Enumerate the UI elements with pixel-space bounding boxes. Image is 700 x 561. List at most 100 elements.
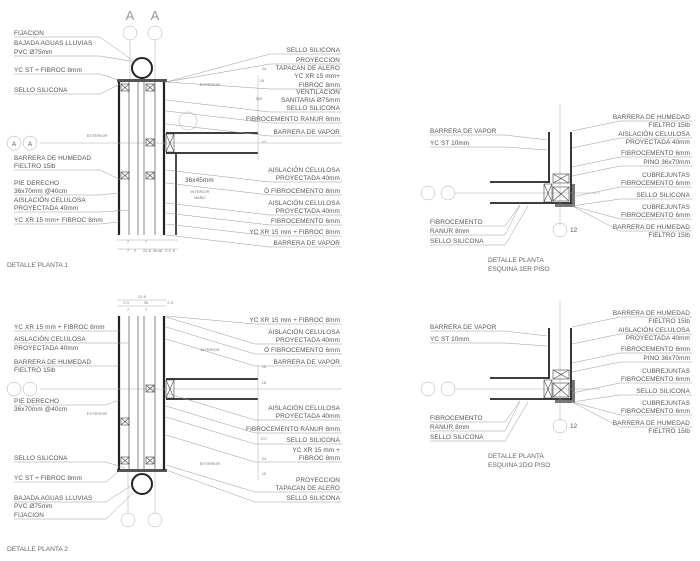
callout-right: SELLO SILICONA [636, 388, 690, 395]
callout-right: TAPACAN DE ALERO [275, 65, 340, 72]
callout-left: FIJACION [14, 30, 44, 37]
callout-left: PVC Ø75mm [14, 49, 53, 56]
detail3-geometry: 12 BARRERA DE VAPOR YC ST 10mmFIBROCEMENTO… [420, 105, 692, 273]
dimension: 17 [262, 139, 267, 144]
ventilation-pipe [178, 111, 198, 131]
dimension: 24 [262, 456, 267, 461]
callout-right: SELLO SILICONA [286, 105, 340, 112]
callout-right: SELLO SILICONA [286, 437, 340, 444]
callout-right: AISLACIÓN CELULOSA [268, 327, 340, 336]
callout-right: PROYECTADA 40mm [626, 139, 690, 146]
callout-left: FIELTRO 15lb [14, 163, 56, 170]
dimension: 2.3 [167, 300, 173, 305]
callout-right: BARRERA DE HUMEDAD [613, 114, 690, 121]
callout-right: AISLACIÓN CELULOSA [618, 129, 690, 138]
callout-left: BARRERA DE HUMEDAD [14, 359, 91, 366]
detail-title: DETALLE PLANTA [488, 257, 544, 264]
exterior-note: EXTERIOR [87, 133, 108, 138]
callout-left: FIBROCEMENTO [430, 219, 483, 226]
callout-right: FIELTRO 15lb [648, 428, 690, 435]
detail-title: DETALLE PLANTA 1 [7, 262, 68, 269]
dimension: 18 [262, 380, 267, 385]
detail-title: DETALLE PLANTA [488, 453, 544, 460]
callout-left: FIELTRO 15lb [14, 367, 56, 374]
callout-right: AISLACIÓN CELULOSA [268, 165, 340, 174]
callout-right: BARRERA DE HUMEDAD [613, 420, 690, 427]
callout-right: FIBROCEMENTO 6mm [621, 346, 690, 353]
callout-right: PINO 36x70mm [643, 355, 690, 362]
callout-left: BAJADA AGUAS LLUVIAS [14, 495, 92, 502]
callout-right: PROYECTADA 40mm [276, 175, 340, 182]
callout-right: CUBREJUNTAS [642, 204, 690, 211]
callout-left: RANUR 8mm [430, 424, 470, 431]
callout-right: YC XR 15 mm + [292, 447, 340, 454]
callout-right: FIBROC 8mm [299, 82, 340, 89]
dimension: 500 [256, 96, 263, 101]
section-marker-circle [120, 512, 136, 528]
callout-right: FIBROCEMENTO 6mm [621, 180, 690, 187]
dimension: 21.6 [143, 248, 152, 253]
dimension: 24 [262, 66, 267, 71]
downpipe-circle [131, 57, 153, 79]
callout-left: FIBROCEMENTO [430, 415, 483, 422]
callout-right: Ó FIBROCEMENTO 6mm [264, 345, 340, 354]
section-marker-circle [6, 381, 22, 397]
callout-right: YC XR 15 mm + FIBROC 8mm [249, 229, 340, 236]
interior-note: INTERIOR [190, 189, 209, 194]
dimension: 30 [144, 300, 149, 305]
callout-right: FIBROCEMENTO RANUR 8mm [246, 426, 340, 433]
callout-right: BARRERA DE HUMEDAD [613, 310, 690, 317]
section-marker-circle [552, 418, 568, 434]
detail-title: DETALLE PLANTA 2 [7, 546, 68, 553]
callout-right: FIBROCEMENTO 6mm [271, 218, 340, 225]
callout-right: PROYECCION [296, 57, 340, 64]
callout-right: AISLACIÓN CELULOSA [618, 325, 690, 334]
callout-right: PINO 36x70mm [643, 159, 690, 166]
dimension: 2.3 [123, 300, 129, 305]
callout-left: BARRERA DE VAPOR [430, 128, 497, 135]
detail-2-geometry [6, 299, 342, 528]
section-marker-circle [440, 381, 456, 397]
dimension: 6 [173, 248, 176, 253]
callout-right: FIBROCEMENTO 6mm [621, 408, 690, 415]
callout-right: Ó FIBROCEMENTO 8mm [264, 186, 340, 195]
callout-left: SELLO SILICONA [430, 238, 484, 245]
section-marker-label: 12 [570, 423, 578, 430]
callout-right: AISLACIÓN CELULOSA [268, 198, 340, 207]
callout-right: FIBROCEMENTO RANUR 8mm [246, 116, 340, 123]
callout-left: AISLACIÓN CELULOSA [14, 195, 86, 204]
section-marker-circle [440, 185, 456, 201]
callout-left: 36x70mm @40cm [14, 406, 67, 413]
callout-left: YC XR 15 mm+ FIBROC 8mm [14, 217, 103, 224]
section-marker-label: A [126, 8, 135, 23]
callout-left: FIJACION [14, 512, 44, 519]
dimension: 7 [145, 307, 148, 312]
callout-right: SELLO SILICONA [286, 495, 340, 502]
exterior-note: EXTERIOR [87, 411, 108, 416]
callout-right: PROYECTADA 40mm [276, 337, 340, 344]
callout-right: SELLO SILICONA [286, 47, 340, 54]
stud-size-note: 36x45mm [185, 177, 214, 184]
detail-1-geometry [40, 25, 342, 235]
callout-right: FIBROCEMENTO 6mm [621, 150, 690, 157]
callout-left: AISLACIÓN CELULOSA [14, 334, 86, 343]
callout-left: YC ST + FIBROC 8mm [14, 67, 82, 74]
callout-right: CUBREJUNTAS [642, 172, 690, 179]
dimension: 2.3 [165, 248, 171, 253]
section-marker-circle [122, 25, 138, 41]
callout-right: BARRERA DE VAPOR [274, 129, 341, 136]
callout-left: SELLO SILICONA [14, 87, 68, 94]
callout-right: BARRERA DE HUMEDAD [613, 224, 690, 231]
callout-right: FIBROCEMENTO 6mm [621, 212, 690, 219]
dimension: 7 [127, 307, 130, 312]
dimension: 15 [262, 471, 267, 476]
dimension: 217 [261, 436, 268, 441]
section-marker-circle [552, 222, 568, 238]
callout-left: PIE DERECHO [14, 180, 59, 187]
callout-left: YC ST 10mm [430, 336, 469, 343]
callout-right: PROYECTADA 40mm [626, 335, 690, 342]
section-marker-label: 12 [570, 227, 578, 234]
callout-left: YC ST + FIBROC 8mm [14, 475, 82, 482]
callout-left: YC ST 10mm [430, 140, 469, 147]
section-marker-label: A [12, 141, 17, 148]
